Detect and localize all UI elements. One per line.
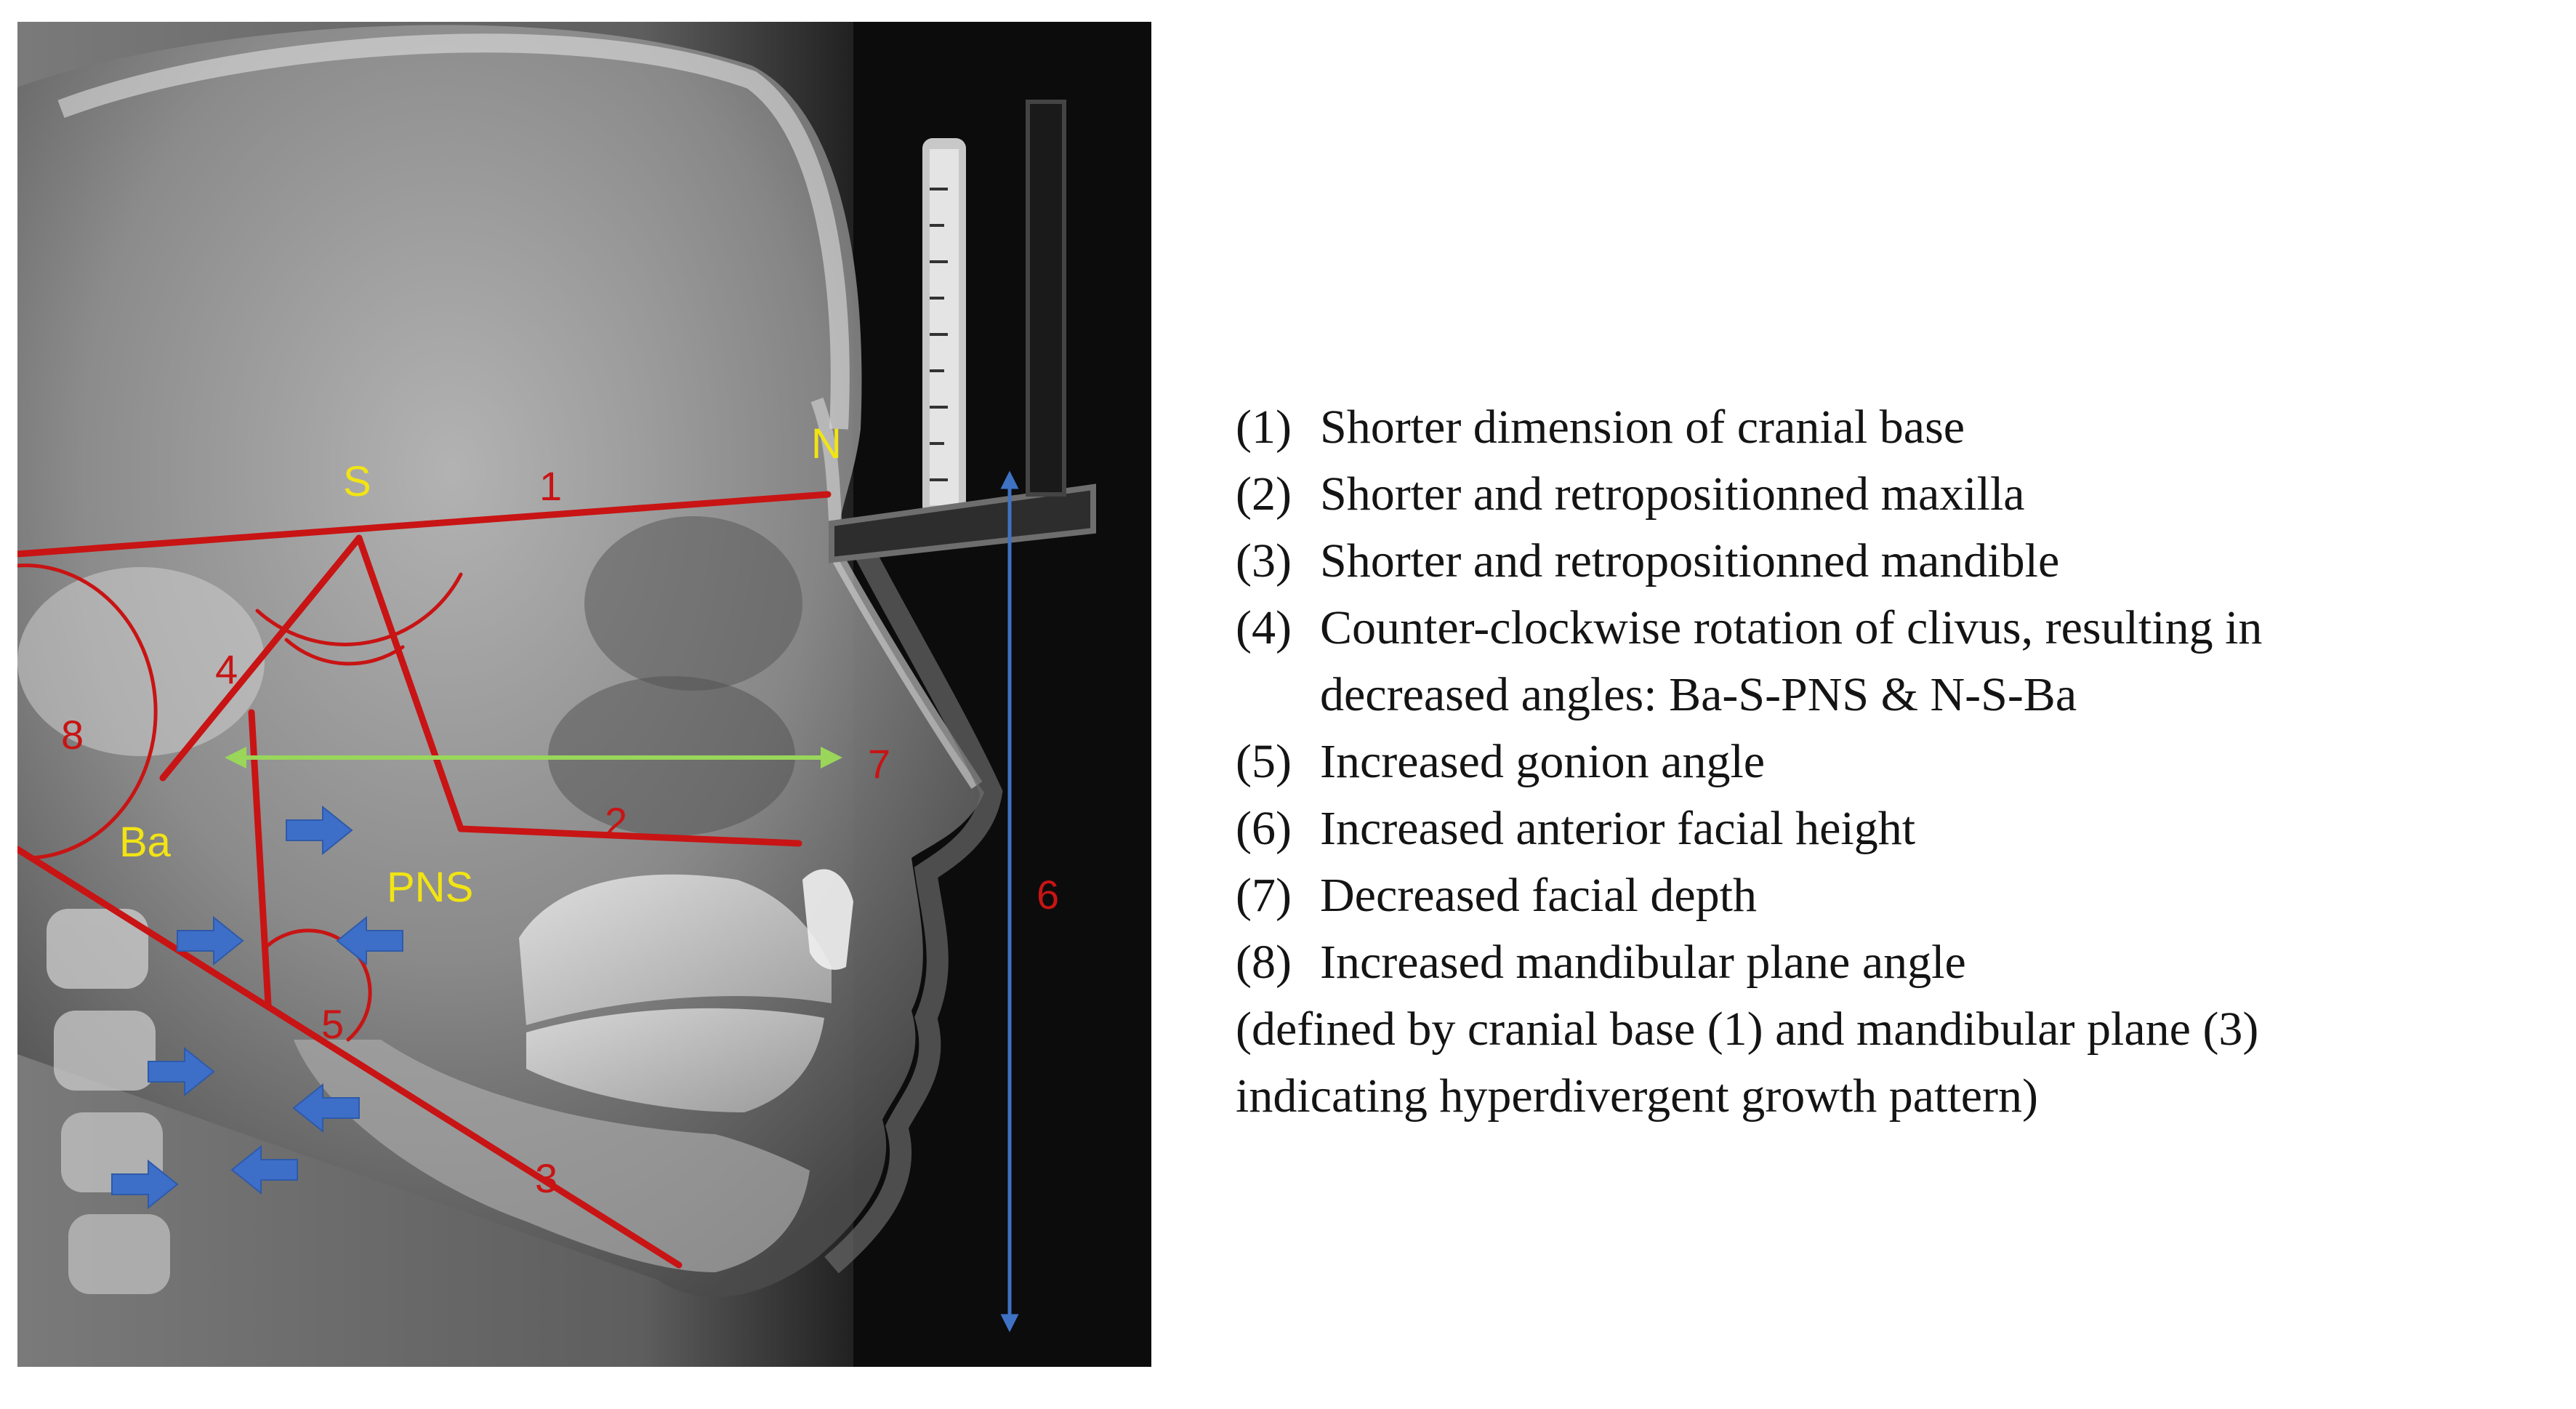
s-pns-line — [355, 534, 464, 832]
measure-label-7: 7 — [868, 741, 890, 787]
legend-number: (8) — [1236, 936, 1292, 989]
legend-number: (2) — [1236, 467, 1292, 521]
cephalostat-ruler — [829, 100, 1096, 563]
legend-text: Increased mandibular plane angle — [1320, 936, 1966, 989]
landmark-ba-label: Ba — [119, 819, 172, 866]
legend-note-line: indicating hyperdivergent growth pattern… — [1236, 1069, 2038, 1123]
cervical-spine — [47, 909, 170, 1294]
legend-item: (1) Shorter dimension of cranial base — [1236, 394, 2566, 461]
measure-label-1: 1 — [539, 463, 562, 509]
landmark-n-label: N — [811, 420, 842, 467]
airway-arrow-icon — [230, 1144, 298, 1195]
landmark-pns-label: PNS — [387, 864, 473, 911]
legend-text: Shorter and retropositionned mandible — [1320, 534, 2060, 587]
airway-arrow-icon — [292, 1083, 360, 1133]
legend-number: (4) — [1236, 601, 1292, 654]
legend-item: (6) Increased anterior facial height — [1236, 795, 2566, 862]
legend-item: (2) Shorter and retropositionned maxilla — [1236, 461, 2566, 528]
legend-item: (3) Shorter and retropositionned mandibl… — [1236, 528, 2566, 595]
measure-label-3: 3 — [535, 1155, 558, 1201]
measure-label-4: 4 — [215, 646, 238, 692]
airway-arrow-icon — [111, 1159, 179, 1210]
legend-item: (8) Increased mandibular plane angle — [1236, 929, 2566, 996]
legend-text: Shorter and retropositionned maxilla — [1320, 467, 2025, 521]
cranial-vault-rim — [57, 33, 850, 430]
legend-number: (1) — [1236, 401, 1292, 454]
orbit-region — [584, 516, 802, 691]
cranial-base-line — [17, 491, 832, 558]
airway-arrow-icon — [336, 915, 403, 966]
clivus-line — [159, 534, 363, 782]
n-s-ba-angle-arc — [255, 572, 463, 646]
legend-text: Shorter dimension of cranial base — [1320, 401, 1965, 454]
mandibular-plane-line — [17, 846, 683, 1269]
legend-item: (7) Decreased facial depth — [1236, 862, 2566, 929]
measure-label-5: 5 — [321, 1001, 344, 1047]
legend-text: Increased anterior facial height — [1320, 802, 1916, 855]
legend-text: Decreased facial depth — [1320, 869, 1757, 922]
measure-label-8: 8 — [61, 712, 84, 758]
legend-number: (7) — [1236, 869, 1292, 922]
radiograph-drawing: S N Ba PNS 1 2 3 4 5 6 7 8 — [17, 22, 1151, 1367]
airway-arrow-icon — [148, 1046, 215, 1097]
airway-arrow-icon — [286, 805, 353, 856]
measure-label-6: 6 — [1037, 872, 1059, 918]
palatal-plane-line — [457, 825, 802, 847]
legend-text: decreased angles: Ba-S-PNS & N-S-Ba — [1320, 668, 2077, 721]
petrous-region — [17, 567, 265, 756]
ba-s-pns-angle-arc — [284, 638, 405, 666]
legend: (1) Shorter dimension of cranial base (2… — [1236, 394, 2566, 1130]
legend-text: Increased gonion angle — [1320, 735, 1766, 788]
legend-text: Counter-clockwise rotation of clivus, re… — [1320, 601, 2263, 654]
legend-item: (5) Increased gonion angle — [1236, 728, 2566, 795]
cephalometric-radiograph: S N Ba PNS 1 2 3 4 5 6 7 8 — [17, 22, 1151, 1367]
mandible-body — [294, 1040, 810, 1272]
legend-item: (4) Counter-clockwise rotation of clivus… — [1236, 595, 2566, 728]
dentition — [519, 869, 853, 1112]
legend-number: (3) — [1236, 534, 1292, 587]
airway-arrow-icon — [177, 915, 244, 966]
landmark-s-label: S — [343, 458, 371, 505]
cephalometric-tracing — [17, 491, 832, 1269]
measure-label-2: 2 — [605, 799, 627, 845]
legend-number: (5) — [1236, 735, 1292, 788]
mandibular-plane-angle-arc — [17, 563, 158, 860]
legend-note-line: (defined by cranial base (1) and mandibu… — [1236, 1003, 2259, 1056]
soft-tissue-profile — [824, 526, 1003, 1274]
legend-number: (6) — [1236, 802, 1292, 855]
nasal-bone — [810, 397, 983, 789]
